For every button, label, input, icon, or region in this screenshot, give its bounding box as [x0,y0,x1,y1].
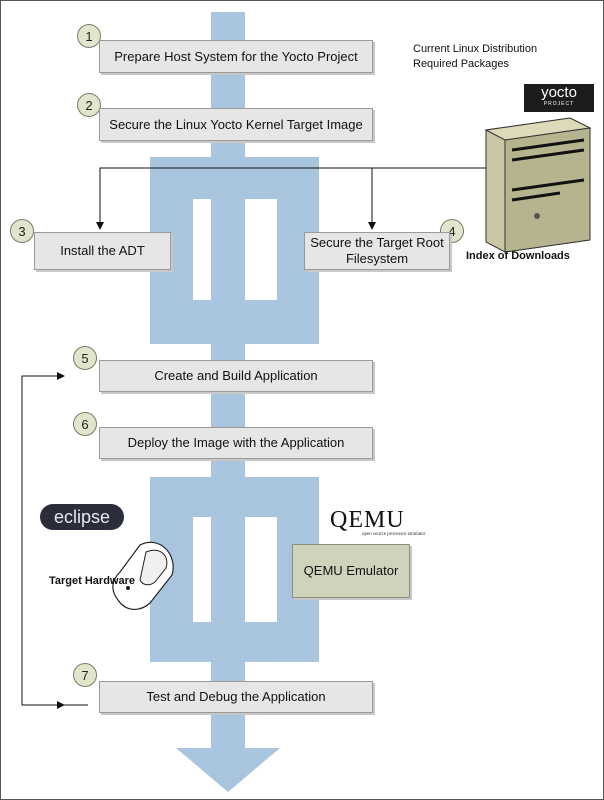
qemu-emulator-box: QEMU Emulator [292,544,410,598]
qemu-logo: QEMU open source processor emulator [330,507,446,537]
eclipse-logo: eclipse [40,504,124,530]
distro-note-line2: Required Packages [413,58,510,70]
step-box-7: Test and Debug the Application [99,681,373,713]
step-badge-7: 7 [73,663,97,687]
step-box-6: Deploy the Image with the Application [99,427,373,459]
flow-arrowhead [176,748,280,792]
step-badge-2: 2 [77,93,101,117]
qemu-logo-text: QEMU [330,507,405,533]
step-box-3: Install the ADT [34,232,171,270]
step-badge-1: 1 [77,24,101,48]
step-box-5: Create and Build Application [99,360,373,392]
step-badge-5: 5 [73,346,97,370]
step-badge-6: 6 [73,412,97,436]
distro-note-line1: Current Linux Distribution [413,43,538,55]
downloads-label: Index of Downloads [466,250,570,262]
qemu-logo-subtext: open source processor emulator [362,532,426,537]
lower-loop [150,477,319,662]
server-to-adt-arrow [96,167,486,230]
distro-note: Current Linux Distribution Required Pack… [413,42,537,72]
step-box-1: Prepare Host System for the Yocto Projec… [99,40,373,73]
step-badge-3: 3 [10,219,34,243]
upper-loop [150,157,319,344]
yocto-logo-text: yocto [541,84,577,101]
step-badge-4: 4 [440,219,464,243]
step-box-4: Secure the Target Root Filesystem [304,232,450,270]
step-box-2: Secure the Linux Yocto Kernel Target Ima… [99,108,373,141]
yocto-logo: yocto PROJECT [524,84,594,112]
yocto-logo-subtext: PROJECT [543,101,575,107]
target-hardware-label: Target Hardware [49,575,135,587]
